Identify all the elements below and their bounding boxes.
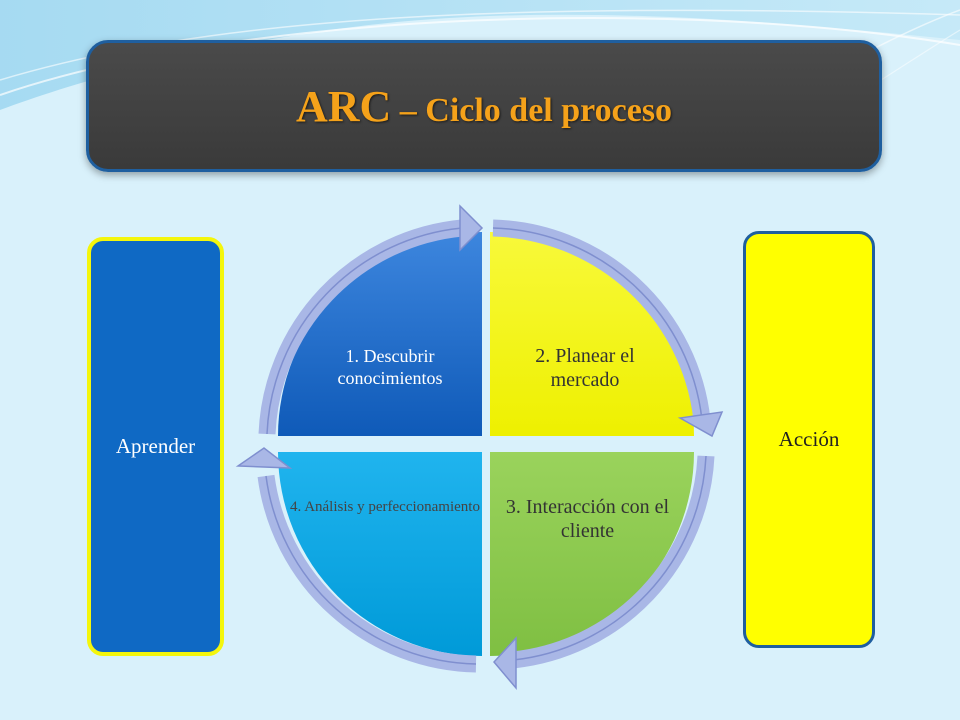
quadrant-2-label: 2. Planear el mercado xyxy=(535,345,635,391)
title-main: ARC xyxy=(295,81,392,131)
title-sub: – Ciclo del proceso xyxy=(391,91,673,129)
arrow-head-left xyxy=(235,447,293,469)
quadrant-4-label: 4. Análisis y perfeccionamiento xyxy=(290,499,480,515)
wave-band xyxy=(0,0,960,110)
title-banner: ARC – Ciclo del proceso xyxy=(86,40,882,172)
aprender-box: Aprender xyxy=(87,237,224,656)
quadrant-3-sector xyxy=(490,452,694,656)
aprender-label: Aprender xyxy=(115,434,196,458)
accion-box: Acción xyxy=(743,231,875,648)
arrow-head-top xyxy=(459,204,484,252)
arrow-head-bottom xyxy=(493,636,517,691)
page-title: ARC – Ciclo del proceso xyxy=(296,81,672,132)
quadrant-1-sector xyxy=(278,232,482,436)
quadrant-2-sector xyxy=(490,232,694,436)
quadrant-1-label: 1. Descubrir conocimientos xyxy=(337,346,443,388)
quadrant-4-sector xyxy=(278,452,482,656)
quadrant-3-label: 3. Interacción con el cliente xyxy=(505,496,670,542)
accion-label: Acción xyxy=(778,427,840,451)
arrow-head-right xyxy=(677,411,724,438)
